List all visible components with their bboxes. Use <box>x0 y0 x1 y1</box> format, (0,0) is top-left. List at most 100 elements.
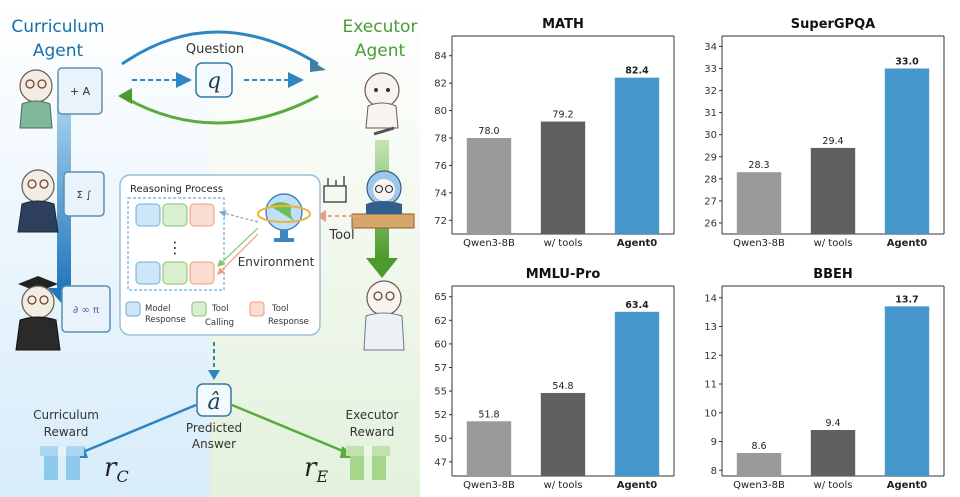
step-tool-calling-2 <box>162 261 188 285</box>
y-tick-label: 9 <box>711 437 717 448</box>
bar-agent0 <box>614 311 660 476</box>
step-tool-response-2 <box>189 261 215 285</box>
y-tick-label: 33 <box>704 64 717 75</box>
chart-title: SuperGPQA <box>791 17 875 32</box>
y-tick-label: 82 <box>434 79 447 90</box>
x-tick-label: Agent0 <box>887 480 928 491</box>
y-tick-label: 29 <box>704 152 717 163</box>
x-tick-label: Qwen3-8B <box>463 480 515 491</box>
bar-w-tools <box>540 121 586 234</box>
bar-qwen3-8b <box>466 138 512 234</box>
curriculum-reward-2: Reward <box>44 425 89 439</box>
y-tick-label: 14 <box>704 293 717 304</box>
y-tick-label: 30 <box>704 130 717 141</box>
legend-model-response-2: Response <box>145 315 186 325</box>
x-tick-label: Qwen3-8B <box>463 238 515 249</box>
legend-tool-calling-1: Tool <box>211 304 229 314</box>
y-tick-label: 52 <box>434 410 447 421</box>
legend-tool-response-1: Tool <box>271 304 289 314</box>
bar-value-label: 9.4 <box>825 418 840 429</box>
y-tick-label: 12 <box>704 351 717 362</box>
y-tick-label: 72 <box>434 216 447 227</box>
answer-symbol: â <box>207 390 220 415</box>
reasoning-steps-frame <box>127 197 225 291</box>
y-tick-label: 60 <box>434 339 447 350</box>
bar-value-label: 78.0 <box>478 126 499 137</box>
x-tick-label: w/ tools <box>814 480 853 491</box>
chart-title: BBEH <box>813 267 853 282</box>
legend-tool-response-2: Response <box>268 317 309 327</box>
svg-text:Σ ∫: Σ ∫ <box>77 190 92 201</box>
executor-reward-1: Executor <box>346 408 399 422</box>
y-tick-label: 78 <box>434 134 447 145</box>
question-label: Question <box>186 42 244 57</box>
question-box <box>195 62 233 98</box>
step-model-response-2 <box>135 261 161 285</box>
executor-agent-title-1: Executor <box>343 17 418 37</box>
svg-text:∂ ∞ π: ∂ ∞ π <box>73 305 99 316</box>
curriculum-reward-arrow <box>77 403 197 456</box>
svg-text:+ A: + A <box>70 85 91 98</box>
x-tick-label: Agent0 <box>617 480 658 491</box>
question-symbol: q <box>207 69 221 94</box>
bar-value-label: 63.4 <box>625 300 649 311</box>
y-tick-label: 32 <box>704 86 717 97</box>
executor-arrowhead <box>366 258 398 278</box>
chart-mmlu-pro: MMLU-Pro475052555760626551.8Qwen3-8B54.8… <box>434 267 675 491</box>
curriculum-bear-2: Σ ∫ <box>17 169 105 233</box>
reasoning-title: Reasoning Process <box>130 184 223 195</box>
chart-title: MATH <box>542 17 584 32</box>
predicted-answer-1: Predicted <box>186 421 242 435</box>
bar-w-tools <box>810 147 856 234</box>
y-tick-label: 8 <box>711 466 717 477</box>
y-tick-label: 27 <box>704 196 717 207</box>
curriculum-bear-3: ∂ ∞ π <box>15 276 111 351</box>
answer-box <box>196 383 232 417</box>
chart-supergpqa: SuperGPQA26272829303132333428.3Qwen3-8B2… <box>704 17 945 249</box>
bar-agent0 <box>614 77 660 235</box>
steps-ellipsis: ⋮ <box>167 238 183 257</box>
y-tick-label: 34 <box>704 42 717 53</box>
x-tick-label: w/ tools <box>814 238 853 249</box>
bar-qwen3-8b <box>466 421 512 476</box>
question-arc <box>121 30 319 66</box>
environment-label: Environment <box>238 255 315 269</box>
x-tick-label: Qwen3-8B <box>733 480 785 491</box>
curriculum-gift-icon <box>40 446 84 480</box>
executor-bear-1 <box>364 72 400 136</box>
environment-globe-icon <box>257 193 311 242</box>
executor-reward-2: Reward <box>350 425 395 439</box>
y-tick-label: 10 <box>704 408 717 419</box>
curriculum-bear-1: + A <box>19 67 103 129</box>
executor-bear-2 <box>351 170 415 229</box>
y-tick-label: 47 <box>434 457 447 468</box>
y-tick-label: 31 <box>704 108 717 119</box>
y-tick-label: 74 <box>434 188 447 199</box>
legend-tool-response-swatch <box>249 301 265 317</box>
legend-tool-calling-swatch <box>191 301 207 317</box>
executor-agent-title-2: Agent <box>355 41 406 61</box>
bar-value-label: 51.8 <box>478 409 499 420</box>
x-tick-label: Qwen3-8B <box>733 238 785 249</box>
y-tick-label: 50 <box>434 434 447 445</box>
bar-agent0 <box>884 68 930 234</box>
bar-agent0 <box>884 306 930 476</box>
bar-value-label: 8.6 <box>751 441 766 452</box>
agent0-diagram: Curriculum Agent Executor Agent Question… <box>0 0 420 497</box>
predicted-answer-2: Answer <box>192 437 236 451</box>
y-tick-label: 55 <box>434 387 447 398</box>
y-tick-label: 80 <box>434 106 447 117</box>
question-arrowhead <box>310 60 326 72</box>
y-tick-label: 65 <box>434 292 447 303</box>
bar-value-label: 54.8 <box>552 381 573 392</box>
x-tick-label: w/ tools <box>544 480 583 491</box>
y-tick-label: 26 <box>704 218 717 229</box>
bar-qwen3-8b <box>736 172 782 234</box>
legend-tool-calling-2: Calling <box>205 318 234 328</box>
y-tick-label: 62 <box>434 316 447 327</box>
executor-gift-icon <box>346 446 390 480</box>
bar-w-tools <box>540 392 586 476</box>
curriculum-agent-title-2: Agent <box>33 41 84 61</box>
